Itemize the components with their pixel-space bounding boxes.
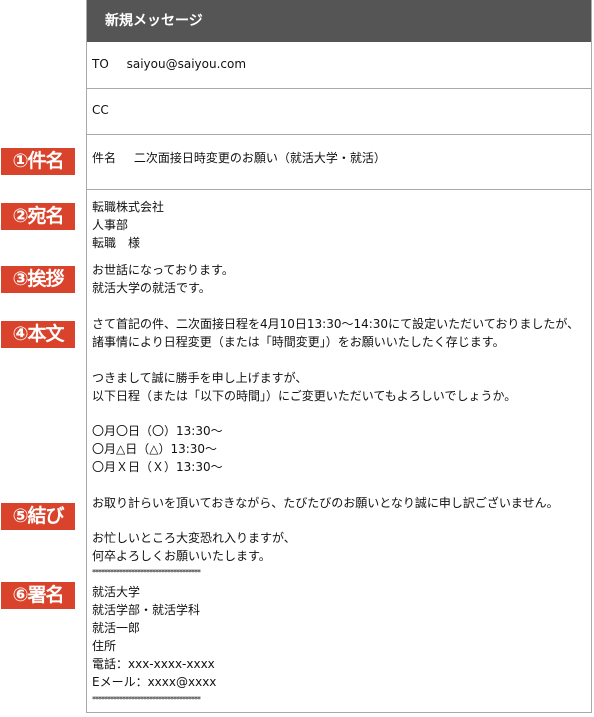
closing-line: お忙しいところ大変恐れ入りますが、 xyxy=(92,531,296,545)
signature-line: 就活学部・就活学科 xyxy=(92,603,201,617)
signature-line: 就活大学 xyxy=(92,585,141,599)
greeting-line: 就活大学の就活です。 xyxy=(92,281,211,295)
cc-label: CC xyxy=(92,103,109,117)
to-value[interactable]: saiyou@saiyou.com xyxy=(126,57,247,71)
cc-field[interactable]: CC xyxy=(87,89,591,135)
label-greeting: ③挨拶 xyxy=(1,266,75,293)
mail-compose-window: 新規メッセージ TO saiyou@saiyou.com CC 件名 二次面接日… xyxy=(86,0,592,713)
greeting-line: お世話になっております。 xyxy=(92,263,234,277)
date-option: 〇月Ｘ日（Ｘ）13:30～ xyxy=(92,460,223,474)
date-option: 〇月〇日（〇）13:30～ xyxy=(92,424,223,438)
signature-line: Eメール：xxxx@xxxx xyxy=(92,675,217,689)
label-main: ④本文 xyxy=(1,321,75,348)
recipient-line: 転職 様 xyxy=(92,236,141,250)
label-closing: ⑤結び xyxy=(1,503,75,530)
label-signature: ⑥署名 xyxy=(1,582,75,609)
subject-value[interactable]: 二次面接日時変更のお願い（就活大学・就活） xyxy=(133,151,386,165)
label-recipient: ②宛名 xyxy=(1,203,75,230)
main-line: 以下日程（または「以下の時間」）にご変更いただいてもよろしいでしょうか。 xyxy=(92,389,517,403)
main-line: 諸事情により日程変更（または「時間変更」）をお願いいたしたく存じます。 xyxy=(92,335,505,349)
label-subject: ①件名 xyxy=(1,148,75,175)
separator-end: ************************************ xyxy=(92,695,201,704)
signature-line: 電話：xxx-xxxx-xxxx xyxy=(92,657,215,671)
subject-field[interactable]: 件名 二次面接日時変更のお願い（就活大学・就活） xyxy=(87,135,591,190)
closing-line: 何卒よろしくお願いいたします。 xyxy=(92,549,271,563)
main-line: つきまして誠に勝手を申し上げますが、 xyxy=(92,371,308,385)
signature-line: 住所 xyxy=(92,639,117,653)
window-title: 新規メッセージ xyxy=(87,0,591,42)
subject-label: 件名 xyxy=(92,151,117,165)
separator: ************************************ xyxy=(92,568,201,577)
closing-line: お取り計らいを頂いておきながら、たびたびのお願いとなり誠に申し訳ございません。 xyxy=(92,496,559,510)
recipient-line: 人事部 xyxy=(92,218,129,232)
to-field[interactable]: TO saiyou@saiyou.com xyxy=(87,42,591,89)
to-label: TO xyxy=(92,57,109,71)
date-option: 〇月△日（△）13:30～ xyxy=(92,442,218,456)
signature-line: 就活一郎 xyxy=(92,621,141,635)
recipient-line: 転職株式会社 xyxy=(92,200,165,214)
main-line: さて首記の件、二次面接日程を4月10日13:30～14:30にて設定いただいてお… xyxy=(92,317,580,331)
